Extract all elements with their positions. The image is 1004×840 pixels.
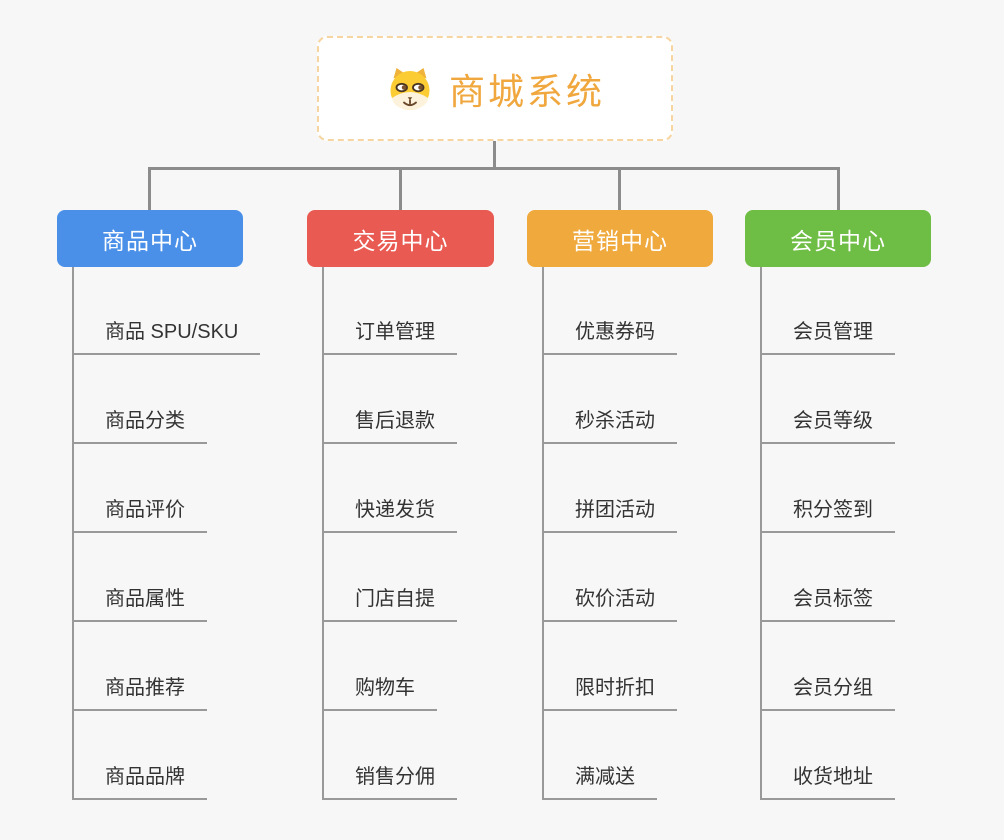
root-connector-line [493, 141, 496, 169]
dog-face-icon [385, 65, 435, 113]
branch-children-product-center: 商品 SPU/SKU 商品分类 商品评价 商品属性 商品推荐 商品品牌 [72, 267, 261, 800]
branch-spine-line [760, 267, 762, 800]
branch-label: 会员中心 [790, 227, 886, 254]
subtopic-node[interactable]: 拼团活动 [542, 493, 677, 533]
root-topic-label: 商城系统 [448, 70, 605, 112]
subtopic-node[interactable]: 快递发货 [322, 493, 457, 533]
subtopic-node[interactable]: 会员管理 [760, 315, 895, 355]
branch-label: 交易中心 [352, 227, 449, 254]
branch-connector-line [837, 167, 840, 210]
subtopic-node[interactable]: 秒杀活动 [542, 404, 677, 444]
branch-spine-line [542, 267, 544, 800]
branch-connector-line [148, 167, 151, 210]
branch-node-product-center[interactable]: 商品中心 [57, 210, 243, 267]
branch-label: 营销中心 [572, 227, 668, 254]
subtopic-node[interactable]: 积分签到 [760, 493, 895, 533]
branch-children-marketing-center: 优惠券码 秒杀活动 拼团活动 砍价活动 限时折扣 满减送 [542, 267, 677, 800]
subtopic-node[interactable]: 商品品牌 [72, 760, 207, 800]
subtopic-node[interactable]: 收货地址 [760, 760, 895, 800]
subtopic-node[interactable]: 售后退款 [322, 404, 457, 444]
subtopic-node[interactable]: 优惠券码 [542, 315, 677, 355]
branch-node-member-center[interactable]: 会员中心 [745, 210, 931, 267]
branch-spine-line [72, 267, 74, 800]
branch-label: 商品中心 [102, 227, 198, 254]
subtopic-node[interactable]: 购物车 [322, 671, 437, 711]
subtopic-node[interactable]: 会员标签 [760, 582, 895, 622]
subtopic-node[interactable]: 商品推荐 [72, 671, 207, 711]
subtopic-node[interactable]: 满减送 [542, 760, 657, 800]
subtopic-node[interactable]: 商品评价 [72, 493, 207, 533]
subtopic-node[interactable]: 订单管理 [322, 315, 457, 355]
branch-children-member-center: 会员管理 会员等级 积分签到 会员标签 会员分组 收货地址 [760, 267, 895, 800]
subtopic-node[interactable]: 会员等级 [760, 404, 895, 444]
subtopic-node[interactable]: 门店自提 [322, 582, 457, 622]
branch-connector-line [618, 167, 621, 210]
subtopic-node[interactable]: 商品 SPU/SKU [72, 315, 261, 355]
branch-node-marketing-center[interactable]: 营销中心 [527, 210, 713, 267]
subtopic-node[interactable]: 会员分组 [760, 671, 895, 711]
horizontal-bus-line [148, 167, 840, 170]
subtopic-node[interactable]: 商品属性 [72, 582, 207, 622]
root-topic-node[interactable]: 商城系统 [317, 36, 673, 141]
branch-connector-line [399, 167, 402, 210]
subtopic-node[interactable]: 商品分类 [72, 404, 207, 444]
subtopic-node[interactable]: 砍价活动 [542, 582, 677, 622]
subtopic-node[interactable]: 销售分佣 [322, 760, 457, 800]
branch-children-trade-center: 订单管理 售后退款 快递发货 门店自提 购物车 销售分佣 [322, 267, 457, 800]
branch-spine-line [322, 267, 324, 800]
subtopic-node[interactable]: 限时折扣 [542, 671, 677, 711]
branch-node-trade-center[interactable]: 交易中心 [307, 210, 494, 267]
